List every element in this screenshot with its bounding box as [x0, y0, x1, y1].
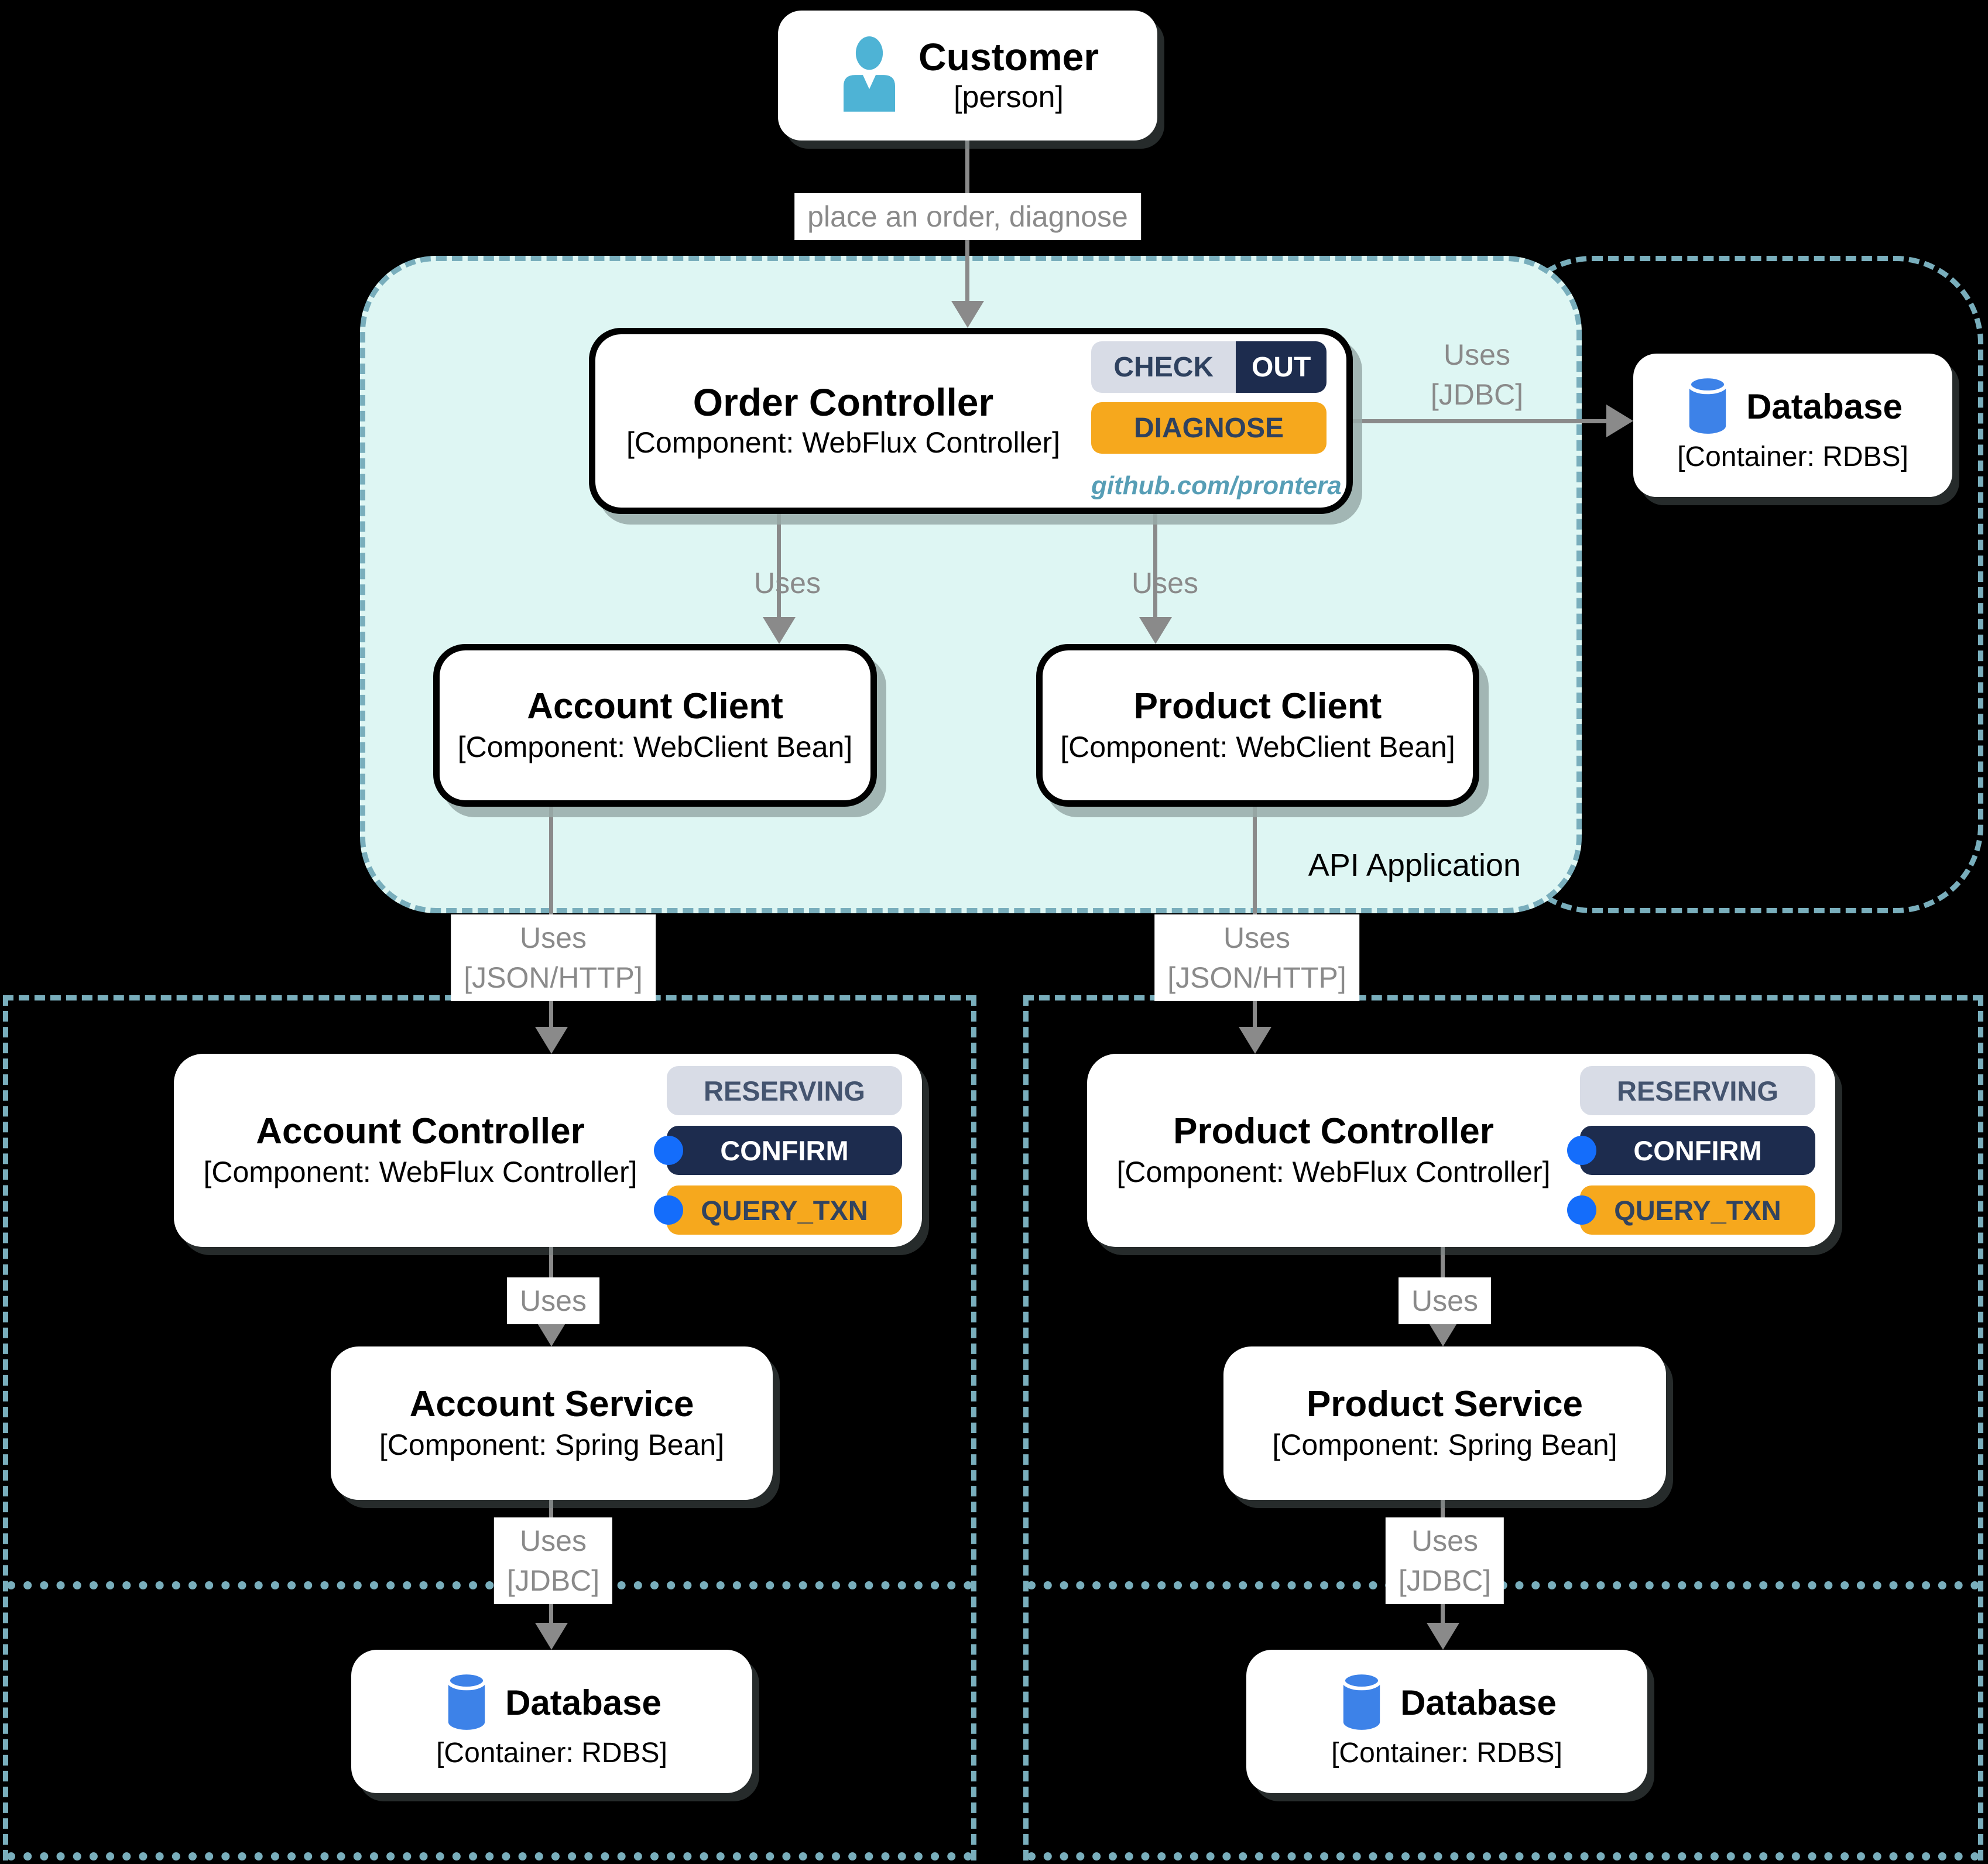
account-controller-node: Account Controller [Component: WebFlux C… [174, 1054, 922, 1247]
edge-order-product-client [1153, 514, 1157, 619]
product-controller-title: Product Controller [1173, 1111, 1494, 1152]
edge-order-account-client [777, 514, 781, 619]
customer-title: Customer [918, 35, 1099, 78]
order-controller-subtitle: [Component: WebFlux Controller] [626, 426, 1061, 459]
uses-text: Uses [1223, 921, 1290, 954]
query-txn-badge: QUERY_TXN [654, 1185, 902, 1235]
arrowhead-product-service-db [1427, 1623, 1459, 1650]
product-service-node: Product Service [Component: Spring Bean] [1223, 1346, 1666, 1500]
confirm-badge: CONFIRM [654, 1126, 902, 1175]
account-service-subtitle: [Component: Spring Bean] [379, 1428, 725, 1461]
edge-label-jdbc-left: Uses [JDBC] [493, 1517, 613, 1604]
blue-dot-icon [654, 1195, 683, 1225]
database-product-title: Database [1400, 1683, 1557, 1722]
database-api-node: Database [Container: RDBS] [1633, 354, 1952, 497]
account-service-title: Account Service [409, 1384, 694, 1424]
database-account-title: Database [505, 1683, 661, 1722]
reserving-badge: RESERVING [667, 1066, 902, 1115]
jdbc-text: [JDBC] [506, 1564, 600, 1597]
customer-subtitle: [person] [954, 80, 1064, 114]
api-application-label: API Application [1308, 848, 1521, 883]
database-product-subtitle: [Container: RDBS] [1331, 1738, 1562, 1769]
edge-label-uses-left: Uses [754, 567, 821, 599]
arrowhead-product-client-controller [1239, 1027, 1271, 1054]
edge-label-uses-jdbc-top: Uses [JDBC] [1431, 335, 1523, 414]
customer-node: Customer [person] [778, 11, 1157, 141]
edge-label-uses-right: Uses [1132, 567, 1198, 599]
database-icon [1337, 1671, 1386, 1735]
confirm-badge: CONFIRM [1567, 1126, 1815, 1175]
checkout-badge: CHECK OUT [1091, 341, 1327, 393]
database-api-title: Database [1746, 386, 1903, 426]
edge-label-uses-account-service: Uses [507, 1277, 599, 1324]
blue-dot-icon [1567, 1195, 1596, 1225]
product-controller-subtitle: [Component: WebFlux Controller] [1116, 1156, 1551, 1188]
arrowhead-account-client-controller [535, 1027, 568, 1054]
product-client-subtitle: [Component: WebClient Bean] [1060, 731, 1455, 763]
query-txn-badge: QUERY_TXN [1567, 1185, 1815, 1235]
edge-label-json-http-left: Uses [JSON/HTTP] [451, 914, 656, 1001]
blue-dot-icon [1567, 1136, 1596, 1165]
database-api-subtitle: [Container: RDBS] [1677, 441, 1908, 472]
person-icon [837, 36, 902, 116]
order-controller-title: Order Controller [693, 381, 994, 424]
arrowhead-account-service-db [535, 1623, 568, 1650]
account-boundary-bottom [7, 1852, 972, 1860]
uses-text: Uses [1411, 1524, 1478, 1557]
uses-text: Uses [1444, 338, 1510, 371]
account-client-node: Account Client [Component: WebClient Bea… [433, 644, 877, 807]
database-icon [442, 1671, 491, 1735]
edge-label-place-order: place an order, diagnose [794, 193, 1141, 240]
github-link: github.com/prontera [1091, 471, 1342, 500]
query-txn-badge-label: QUERY_TXN [1614, 1194, 1781, 1226]
edge-label-uses-product-service: Uses [1399, 1277, 1491, 1324]
account-controller-title: Account Controller [256, 1111, 585, 1152]
product-service-title: Product Service [1306, 1384, 1583, 1424]
jdbc-text: [JDBC] [1430, 378, 1524, 411]
product-service-boundary [1023, 995, 1983, 1860]
confirm-badge-label: CONFIRM [720, 1135, 849, 1166]
order-controller-node: Order Controller [Component: WebFlux Con… [589, 328, 1353, 514]
product-controller-node: Product Controller [Component: WebFlux C… [1087, 1054, 1835, 1247]
reserving-badge: RESERVING [1580, 1066, 1815, 1115]
account-db-divider [7, 1581, 972, 1589]
json-http-text: [JSON/HTTP] [464, 961, 643, 994]
jdbc-text: [JDBC] [1398, 1564, 1492, 1597]
database-icon [1683, 375, 1732, 438]
account-client-title: Account Client [527, 686, 783, 727]
database-account-node: Database [Container: RDBS] [351, 1650, 752, 1793]
product-service-subtitle: [Component: Spring Bean] [1272, 1428, 1617, 1461]
uses-text: Uses [520, 921, 587, 954]
account-controller-subtitle: [Component: WebFlux Controller] [203, 1156, 637, 1188]
arrowhead-customer-order [951, 301, 984, 328]
database-account-subtitle: [Container: RDBS] [436, 1738, 667, 1769]
account-client-subtitle: [Component: WebClient Bean] [457, 731, 853, 763]
product-boundary-bottom [1027, 1852, 1979, 1860]
product-client-title: Product Client [1133, 686, 1382, 727]
product-client-node: Product Client [Component: WebClient Bea… [1036, 644, 1479, 807]
blue-dot-icon [654, 1136, 683, 1165]
check-badge-segment: CHECK [1091, 341, 1236, 393]
query-txn-badge-label: QUERY_TXN [701, 1194, 868, 1226]
edge-label-json-http-right: Uses [JSON/HTTP] [1154, 914, 1359, 1001]
database-product-node: Database [Container: RDBS] [1246, 1650, 1647, 1793]
edge-order-database [1353, 419, 1608, 423]
confirm-badge-label: CONFIRM [1633, 1135, 1762, 1166]
account-service-node: Account Service [Component: Spring Bean] [331, 1346, 773, 1500]
arrowhead-order-account-client [763, 617, 796, 644]
arrowhead-order-product-client [1139, 617, 1172, 644]
json-http-text: [JSON/HTTP] [1167, 961, 1346, 994]
uses-text: Uses [520, 1524, 587, 1557]
edge-label-jdbc-right: Uses [JDBC] [1385, 1517, 1504, 1604]
diagnose-badge: DIAGNOSE [1091, 402, 1327, 454]
arrowhead-order-database [1606, 405, 1633, 437]
out-badge-segment: OUT [1236, 341, 1327, 393]
